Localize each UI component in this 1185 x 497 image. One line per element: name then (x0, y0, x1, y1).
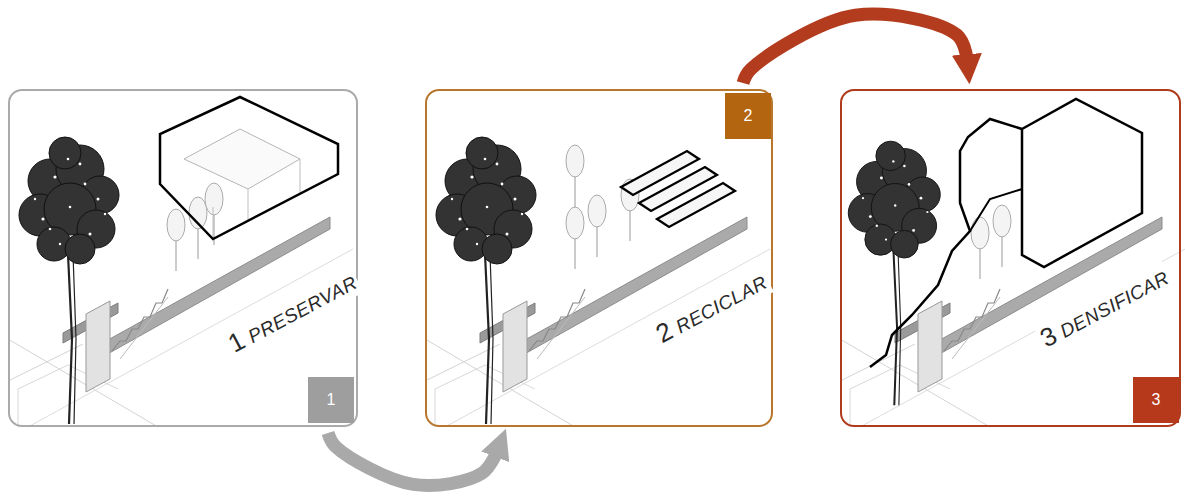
illustration-use (19, 137, 119, 424)
illustration-path (213, 159, 300, 239)
curved-arrow (328, 433, 498, 485)
step-number: 1 (327, 392, 336, 408)
illustration-use (566, 207, 584, 269)
step-number-badge: 2 (725, 93, 771, 139)
illustration-path (970, 189, 1022, 255)
step-number-badge: 1 (308, 377, 354, 423)
illustration-use (436, 137, 536, 424)
illustration-use (167, 209, 185, 271)
illustration-polygon (160, 97, 338, 239)
step-panel: 3 DENSIFICAR 3 (840, 89, 1181, 427)
step-number: 3 (1152, 392, 1161, 408)
illustration-polygon (657, 183, 735, 227)
step-title: 1 PRESERVAR (221, 264, 364, 360)
illustration-polygon (1022, 99, 1142, 267)
step-panel: 1 PRESERVAR1 (8, 89, 358, 427)
illustration-use (993, 205, 1011, 267)
densificar-illustration (840, 99, 1185, 427)
illustration-use (566, 145, 584, 207)
step-panel: 2 RECICLAR 2 (425, 89, 773, 427)
illustration-use (848, 141, 940, 405)
preservar-illustration (8, 97, 353, 427)
step-number: 2 (744, 108, 753, 124)
illustration-use (588, 195, 606, 257)
step-title: 2 RECICLAR (648, 264, 773, 350)
step-title: 3 DENSIFICAR (1033, 259, 1176, 355)
step-number-badge: 3 (1133, 377, 1179, 423)
curved-arrow (743, 14, 968, 83)
reciclar-illustration (425, 137, 770, 427)
illustration-polygon (184, 129, 300, 189)
illustration-path (870, 119, 1022, 367)
illustration-use (189, 197, 207, 259)
